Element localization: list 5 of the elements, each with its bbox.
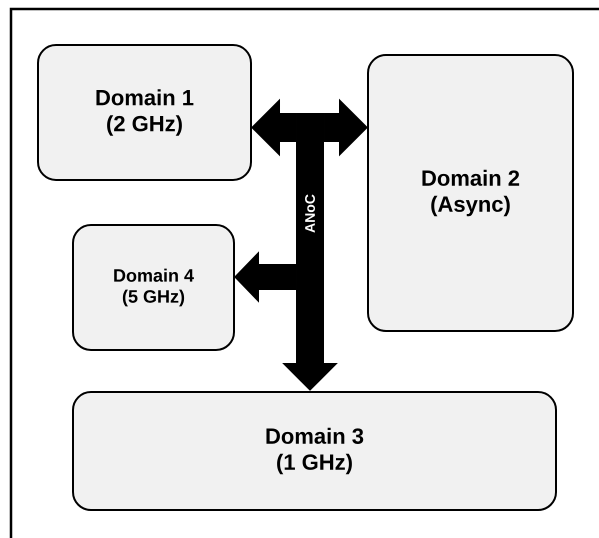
domain-box: Domain 1 (2 GHz)	[37, 44, 252, 181]
node-label: ANoC	[305, 194, 315, 233]
domain-box: Domain 2 (Async)	[367, 54, 574, 332]
domain-box: Domain 3 (1 GHz)	[72, 391, 557, 511]
domain-box: Domain 4 (5 GHz)	[72, 224, 235, 351]
